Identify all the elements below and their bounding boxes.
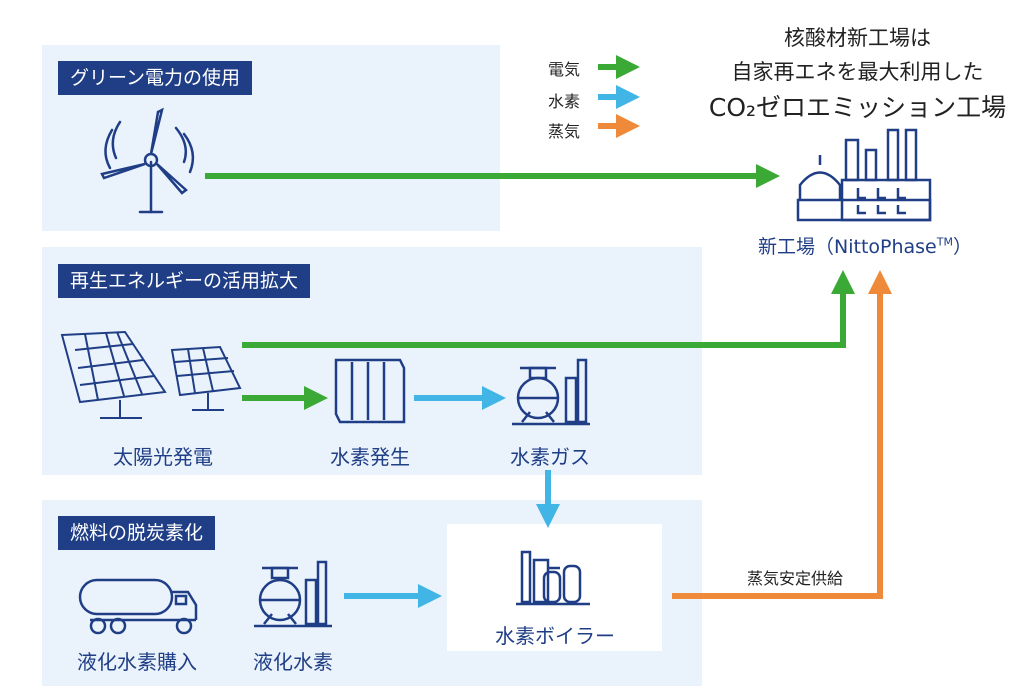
label-h2-gen: 水素発生 — [330, 445, 410, 469]
label-h2-gas: 水素ガス — [510, 445, 590, 469]
legend-label-hydrogen: 水素 — [548, 92, 581, 111]
label-solar: 太陽光発電 — [113, 445, 213, 469]
section-tag-renewable: 再生エネルギーの活用拡大 — [58, 264, 311, 298]
factory-label-text: 新工場（NittoPhase — [758, 236, 937, 258]
factory-label-tm: TM — [936, 235, 953, 249]
liquid-hydrogen-tank-icon — [254, 560, 332, 628]
legend-electricity: 電気 — [548, 56, 580, 80]
arrow-solar-to-factory — [242, 270, 855, 348]
factory-label-close: ） — [952, 236, 972, 258]
label-liquid-h2: 液化水素 — [253, 650, 333, 674]
solar-panel-icon — [60, 330, 242, 419]
label-steam-supply: 蒸気安定供給 — [746, 569, 843, 588]
section-tag-green-power: グリーン電力の使用 — [58, 61, 253, 95]
legend-label-steam: 蒸気 — [548, 122, 581, 141]
heading-line-1: 核酸材新工場は — [784, 26, 931, 50]
hydrogen-gas-tank-icon — [512, 358, 590, 426]
heading-line-3: CO₂ゼロエミッション工場 — [708, 93, 1007, 122]
wind-turbine-icon — [100, 107, 195, 214]
legend-hydrogen: 水素 — [548, 88, 580, 112]
tanker-truck-icon — [78, 578, 198, 635]
legend-label-electricity: 電気 — [548, 60, 581, 79]
boiler-box — [447, 524, 662, 651]
factory-icon — [796, 128, 932, 222]
heading-line-2: 自家再エネを最大利用した — [731, 60, 984, 84]
label-boiler: 水素ボイラー — [495, 624, 615, 648]
label-liquid-buy: 液化水素購入 — [77, 650, 197, 674]
factory-label: 新工場（NittoPhaseTM） — [740, 232, 990, 259]
hydrogen-boiler-icon — [516, 550, 590, 606]
hydrogen-generator-icon — [334, 358, 406, 424]
legend-steam: 蒸気 — [548, 118, 580, 142]
arrow-boiler-steam-to-factory — [672, 270, 892, 599]
section-tag-fuel: 燃料の脱炭素化 — [58, 516, 216, 550]
